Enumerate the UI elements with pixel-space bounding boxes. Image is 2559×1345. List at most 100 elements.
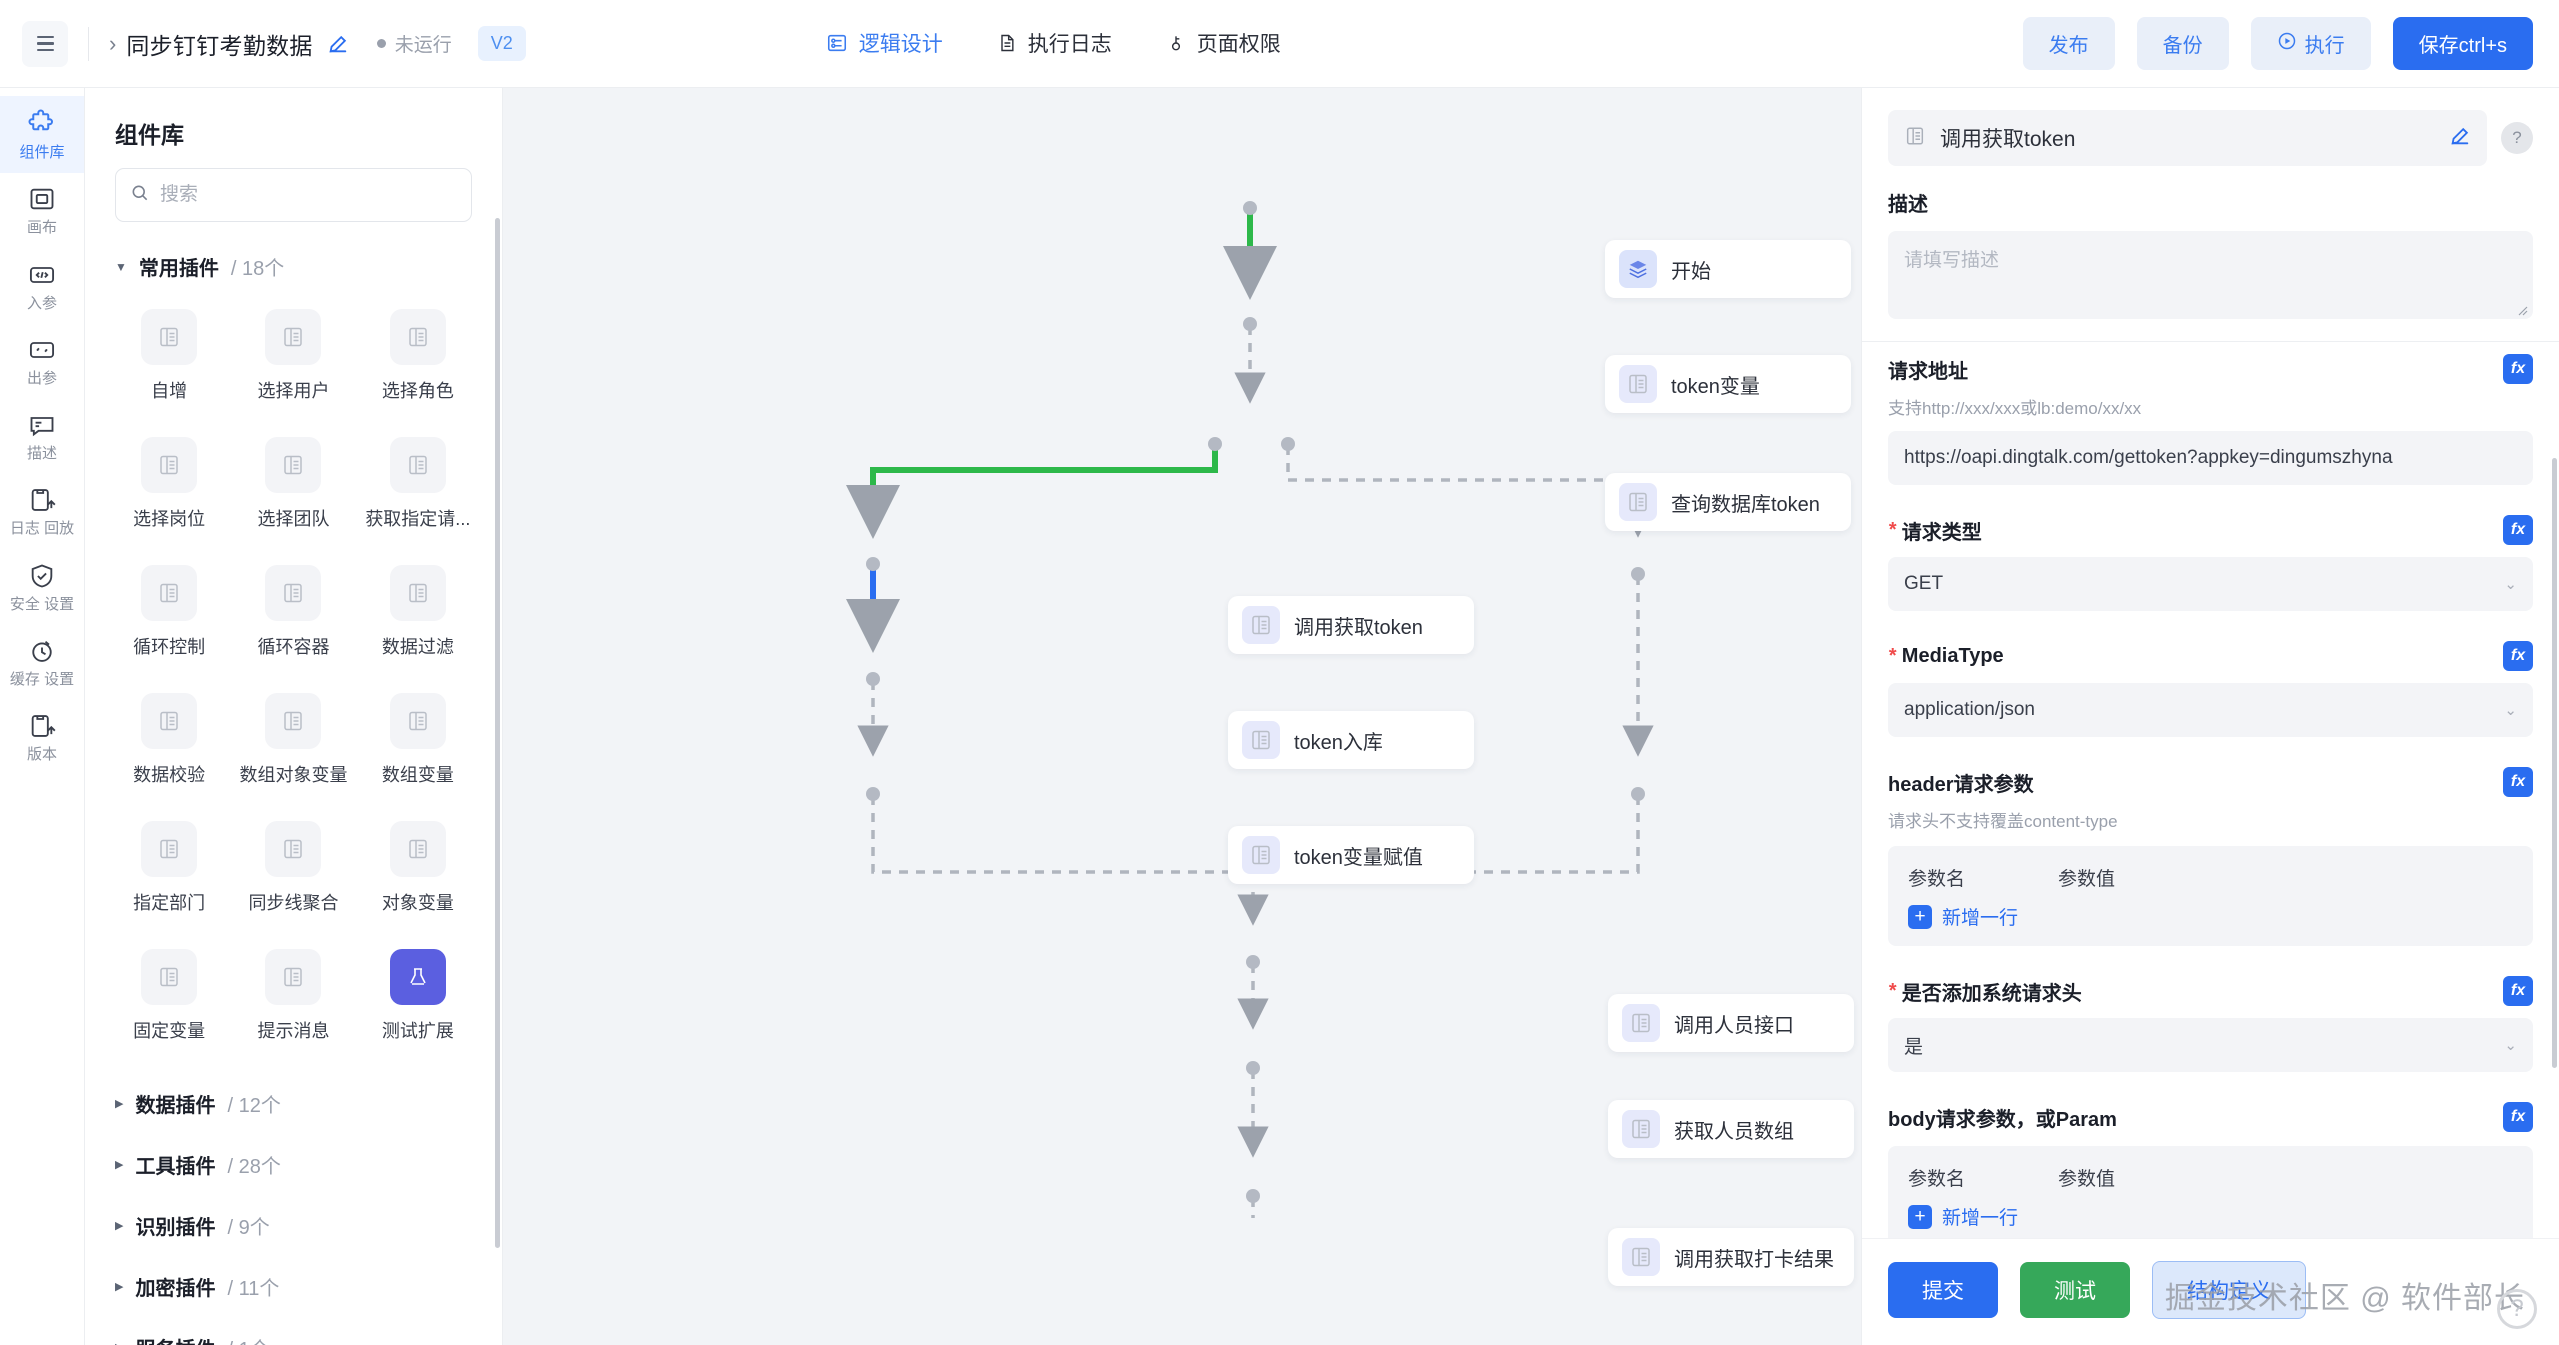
top-action-buttons: 发布 备份 执行 保存ctrl+s [2022,17,2533,70]
rail-item-label: 缓存 设置 [9,670,75,688]
request-type-select[interactable]: GET ⌄ [1888,557,2533,611]
plugin-item[interactable]: 数据过滤 [356,553,480,681]
version-badge[interactable]: V2 [477,26,526,61]
test-button[interactable]: 测试 [2020,1262,2130,1318]
category-count: / 1个 [227,1333,269,1345]
plugin-item[interactable]: 数据校验 [107,681,231,809]
request-type-label: * 请求类型 [1888,516,1982,545]
fx-icon[interactable]: fx [2503,354,2533,384]
rail-item-input-params[interactable]: 入参 [0,249,84,324]
fx-icon[interactable]: fx [2503,1102,2533,1132]
plugin-item[interactable]: 测试扩展 [356,937,480,1065]
flow-node[interactable]: token变量赋值 [1228,826,1474,884]
plugin-item[interactable]: 选择岗位 [107,425,231,553]
system-header-select[interactable]: 是 ⌄ [1888,1018,2533,1072]
pencil-icon[interactable] [327,33,349,55]
fx-icon[interactable]: fx [2503,641,2533,671]
plugin-category-row[interactable]: ▶数据插件/ 12个 [85,1073,502,1134]
plugin-item[interactable]: 固定变量 [107,937,231,1065]
plugin-category-row[interactable]: ▶加密插件/ 11个 [85,1256,502,1317]
plugin-item[interactable]: 选择角色 [356,297,480,425]
flow-node[interactable]: 查询数据库token [1605,473,1851,531]
plugin-item[interactable]: 提示消息 [231,937,355,1065]
flow-canvas[interactable]: 开始 token变量查询数据库token 调用获取token token入库 token… [503,88,1861,1345]
plugin-category-row[interactable]: ▶服务插件/ 1个 [85,1317,502,1345]
execute-button[interactable]: 执行 [2250,17,2371,70]
tab-page-permission[interactable]: 页面权限 [1166,28,1281,60]
category-count: / 12个 [227,1095,281,1117]
rail-item-version[interactable]: 版本 [0,700,84,775]
properties-scrollbar[interactable] [2552,458,2557,1068]
request-url-value: https://oapi.dingtalk.com/gettoken?appke… [1904,447,2393,468]
request-url-input[interactable]: https://oapi.dingtalk.com/gettoken?appke… [1888,431,2533,485]
node-icon [1242,836,1280,874]
plugin-item[interactable]: 选择团队 [231,425,355,553]
flow-node[interactable]: 开始 [1605,240,1851,298]
plugin-item[interactable]: 选择用户 [231,297,355,425]
description-textarea[interactable]: 请填写描述 [1888,231,2533,319]
save-button[interactable]: 保存ctrl+s [2392,17,2533,70]
rail-item-description[interactable]: 描述 [0,399,84,474]
plugin-label: 指定部门 [133,893,206,913]
flow-node[interactable]: token变量 [1605,355,1851,413]
flow-node[interactable]: 调用获取token [1228,596,1474,654]
submit-button[interactable]: 提交 [1888,1262,1998,1318]
publish-button[interactable]: 发布 [2022,17,2115,70]
resize-grip-icon[interactable] [2514,302,2528,316]
plugin-category-row[interactable]: ▶工具插件/ 28个 [85,1134,502,1195]
component-icon [389,693,446,749]
plugin-item[interactable]: 循环容器 [231,553,355,681]
plugin-item[interactable]: 指定部门 [107,809,231,937]
header-add-row-button[interactable]: + 新增一行 [1908,903,2513,930]
plugin-item[interactable]: 数组对象变量 [231,681,355,809]
description-placeholder: 请填写描述 [1904,250,2000,271]
pencil-icon[interactable] [2449,125,2471,152]
plugin-item[interactable]: 数组变量 [356,681,480,809]
backup-button[interactable]: 备份 [2136,17,2229,70]
node-icon [1619,250,1657,288]
tab-logic-design[interactable]: 逻辑设计 [826,28,943,60]
tab-execution-log-label: 执行日志 [1027,32,1112,56]
search-input[interactable] [160,184,457,206]
fx-icon[interactable]: fx [2503,767,2533,797]
node-title-box[interactable]: 调用获取token [1888,110,2487,166]
body-add-row-button[interactable]: + 新增一行 [1908,1203,2513,1230]
body: 组件库 画布 入参 [0,88,2559,1345]
plugin-item[interactable]: 自增 [107,297,231,425]
node-label: token变量赋值 [1294,846,1423,869]
component-icon [141,565,198,621]
description-label: 描述 [1888,194,1928,216]
divider [1862,341,2559,342]
flow-node[interactable]: token入库 [1228,711,1474,769]
chevron-down-icon: ⌄ [2504,702,2517,719]
search-box[interactable] [115,168,472,222]
rail-item-component-library[interactable]: 组件库 [0,96,84,174]
rail-item-output-params[interactable]: 出参 [0,324,84,399]
rail-item-log-replay[interactable]: 日志 回放 [0,474,84,549]
execute-button-label: 执行 [2304,35,2345,57]
plugin-item[interactable]: 对象变量 [356,809,480,937]
body-params-header: body请求参数，或Param fx [1888,1102,2533,1132]
fx-icon[interactable]: fx [2503,515,2533,545]
plugin-item[interactable]: 循环控制 [107,553,231,681]
hamburger-menu-button[interactable] [22,20,68,67]
plugin-item[interactable]: 同步线聚合 [231,809,355,937]
rail-item-canvas[interactable]: 画布 [0,173,84,248]
flow-node[interactable]: 获取人员数组 [1608,1100,1854,1158]
group-common-plugins[interactable]: ▼ 常用插件 / 18个 [85,242,502,297]
flow-node[interactable]: 调用人员接口 [1608,994,1854,1052]
fx-icon[interactable]: fx [2503,976,2533,1006]
structure-definition-button[interactable]: 结构定义 [2152,1261,2306,1319]
library-scrollbar[interactable] [495,218,500,1248]
properties-scroll: 调用获取token ? 描述 请填写描述 [1862,88,2559,1238]
media-type-select[interactable]: application/json ⌄ [1888,683,2533,737]
flow-node[interactable]: 调用获取打卡结果 [1608,1228,1854,1286]
component-icon [141,437,198,493]
search-icon [130,183,150,208]
tab-execution-log[interactable]: 执行日志 [997,28,1112,60]
rail-item-security-settings[interactable]: 安全 设置 [0,550,84,625]
rail-item-cache-settings[interactable]: 缓存 设置 [0,625,84,700]
plugin-category-row[interactable]: ▶识别插件/ 9个 [85,1195,502,1256]
question-icon[interactable]: ? [2501,122,2533,154]
plugin-item[interactable]: 获取指定请... [356,425,480,553]
